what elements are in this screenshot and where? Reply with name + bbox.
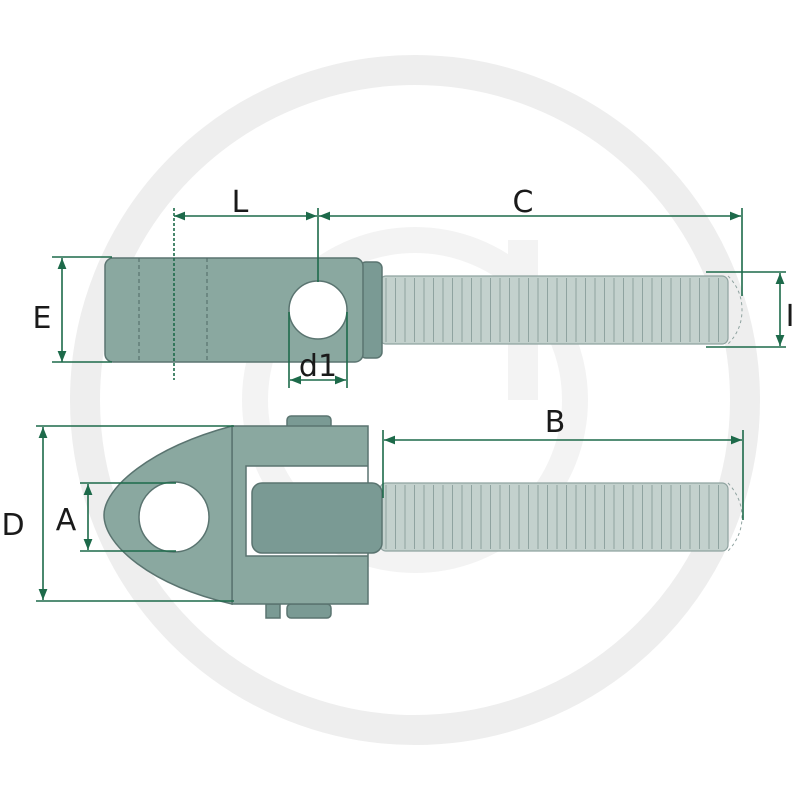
dimension-lines bbox=[36, 208, 786, 602]
top-view bbox=[104, 257, 743, 363]
watermark-logo bbox=[70, 55, 760, 745]
label-I: I bbox=[786, 299, 795, 334]
pin-tab bbox=[265, 603, 281, 619]
bottom-view bbox=[103, 415, 743, 619]
tenon bbox=[251, 482, 383, 554]
top-thread bbox=[379, 275, 743, 345]
label-C: C bbox=[513, 185, 534, 220]
pin-hole bbox=[288, 280, 348, 340]
pin-head-bottom bbox=[286, 603, 332, 619]
label-A: A bbox=[56, 503, 77, 538]
label-d1: d1 bbox=[299, 349, 337, 384]
eye-hole bbox=[138, 481, 210, 553]
label-L: L bbox=[232, 185, 249, 220]
label-B: B bbox=[545, 405, 566, 440]
label-E: E bbox=[33, 301, 52, 336]
label-D: D bbox=[1, 508, 24, 543]
top-body bbox=[104, 257, 364, 363]
bottom-thread bbox=[379, 482, 743, 552]
